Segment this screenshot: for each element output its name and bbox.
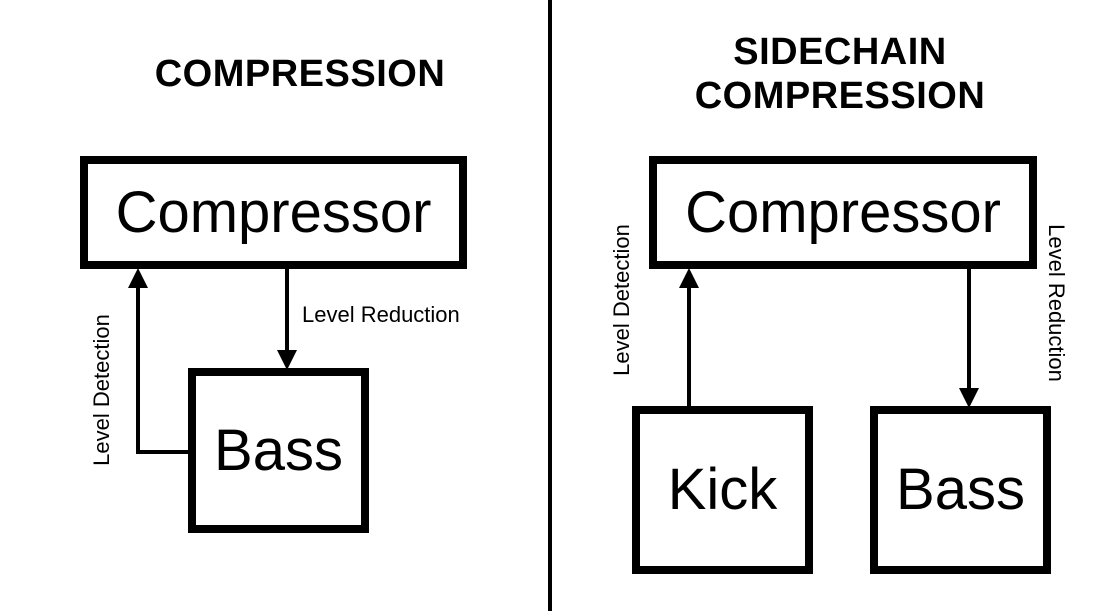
- compression-title: COMPRESSION: [154, 53, 446, 95]
- left-compressor-box: Compressor: [80, 156, 467, 269]
- sidechain-title-line2: COMPRESSION: [694, 75, 986, 117]
- sidechain-compression-title: SIDECHAIN COMPRESSION: [640, 30, 1040, 118]
- right-level-reduction-label: Level Reduction: [1044, 224, 1069, 382]
- right-level-detection-label: Level Detection: [609, 224, 634, 376]
- panel-divider: [548, 0, 552, 611]
- right-compressor-label: Compressor: [685, 179, 1001, 245]
- left-compressor-label: Compressor: [115, 179, 432, 245]
- left-level-reduction-label: Level Reduction: [302, 302, 460, 327]
- left-level-detection-label: Level Detection: [89, 314, 114, 466]
- left-bass-label: Bass: [214, 417, 343, 483]
- right-kick-label: Kick: [667, 457, 778, 522]
- right-kick-box: Kick: [632, 406, 813, 574]
- right-compressor-box: Compressor: [649, 156, 1037, 269]
- right-bass-label: Bass: [896, 457, 1025, 522]
- right-bass-box: Bass: [870, 406, 1051, 574]
- sidechain-title-line1: SIDECHAIN: [733, 31, 947, 73]
- left-bass-box: Bass: [188, 368, 369, 533]
